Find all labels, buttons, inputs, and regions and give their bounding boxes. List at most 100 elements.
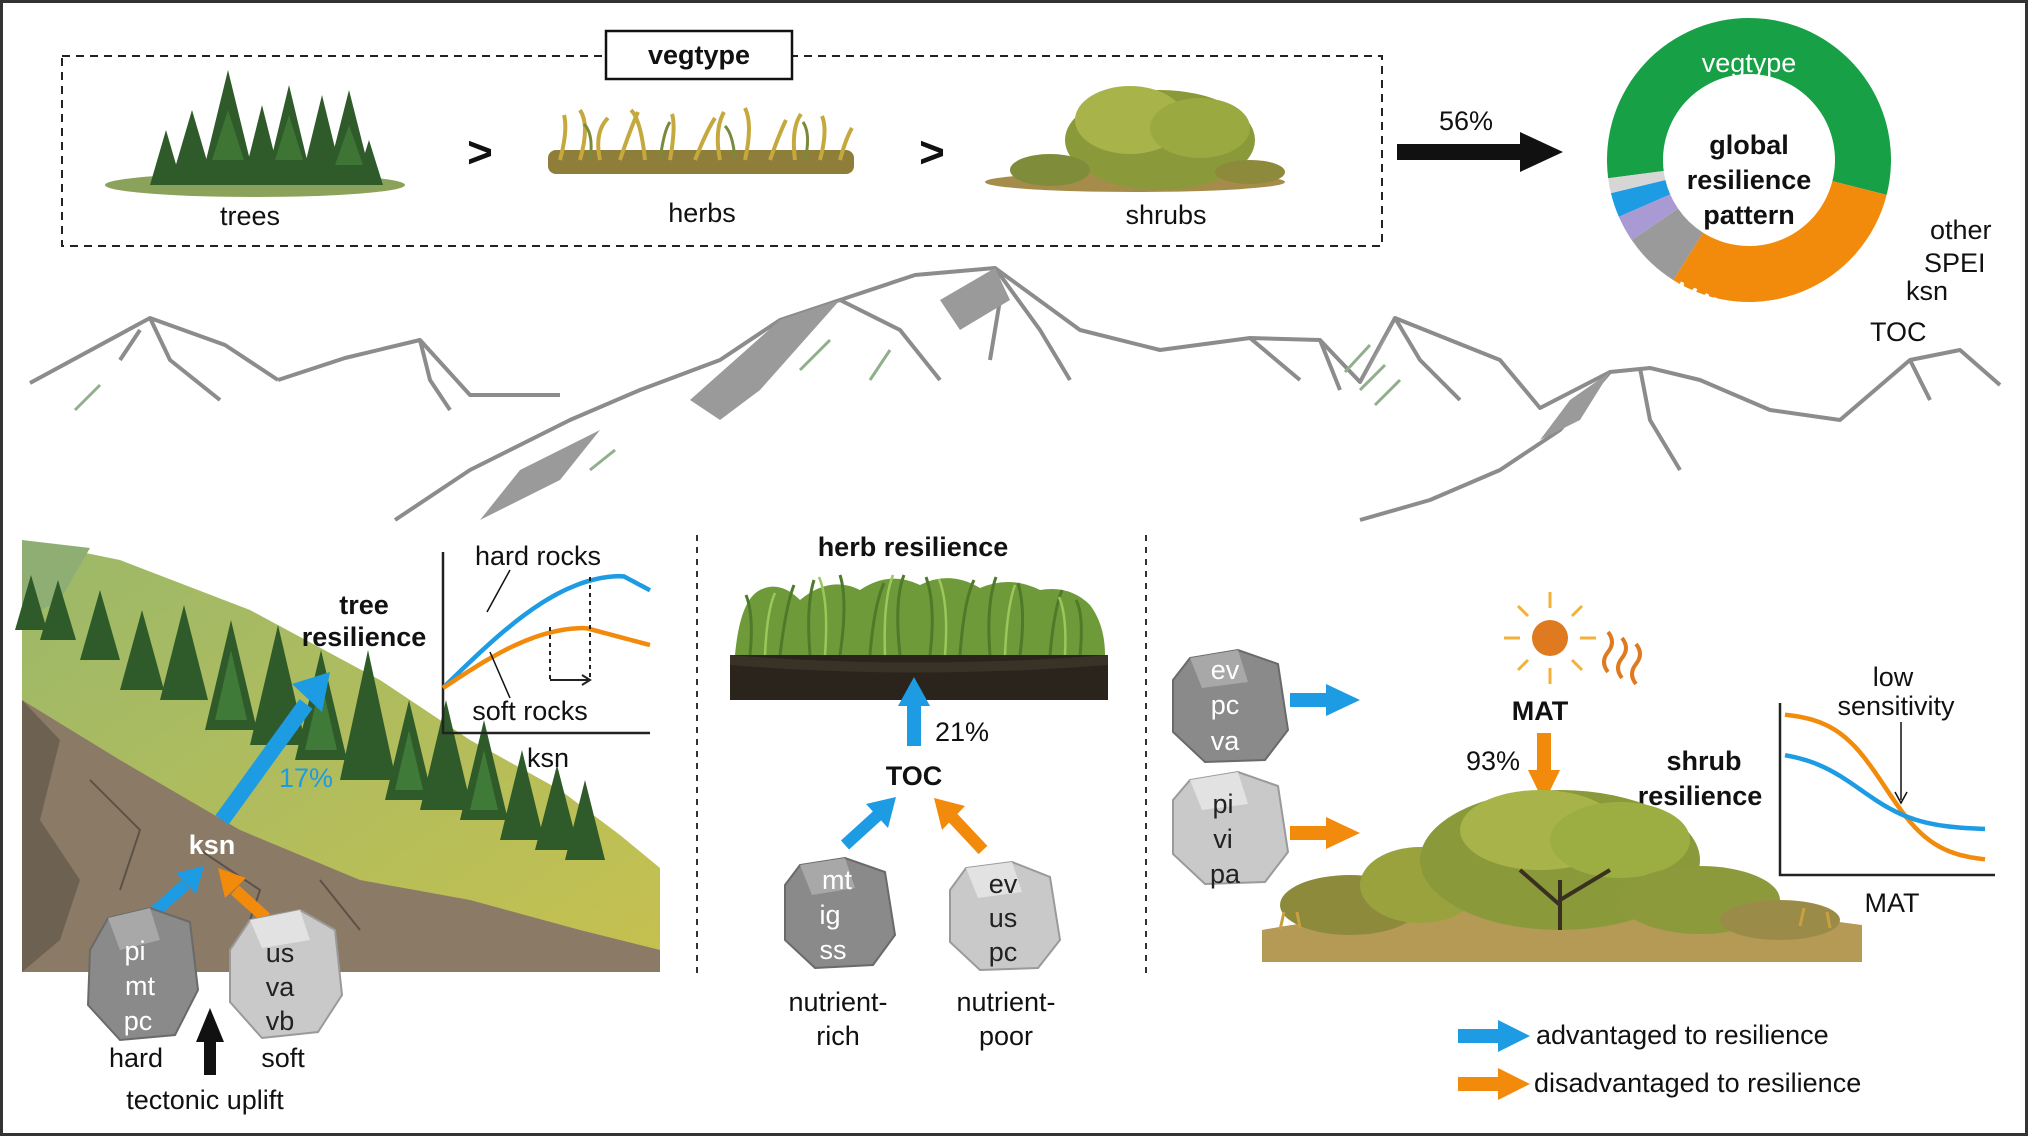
donut-label-toc: TOC <box>1870 317 1927 347</box>
rock-hard-line-2: mt <box>125 971 155 1001</box>
rock-rich-line-2: ig <box>819 900 840 930</box>
sun-icon <box>1504 592 1596 684</box>
global-arrow: 56% <box>1397 106 1563 172</box>
tectonic-uplift-label: tectonic uplift <box>126 1085 284 1115</box>
rock-soft-label: soft <box>261 1043 305 1073</box>
tree-resilience-title-2: resilience <box>302 622 427 652</box>
peak-shift-arrowhead-icon <box>581 674 592 686</box>
rock-soft: us va vb <box>229 908 344 1040</box>
poor-rock-arrowhead-icon <box>934 798 965 830</box>
heat-waves-icon <box>1602 630 1642 686</box>
shrub-inset-xlabel: MAT <box>1865 888 1920 918</box>
tree-resilience-title-1: tree <box>339 590 389 620</box>
donut-slice-spei <box>1610 180 1671 217</box>
donut-center-line-1: global <box>1709 130 1789 160</box>
tree-inset-chart: hard rocks soft rocks ksn <box>441 541 652 773</box>
donut-label-vegtype: vegtype <box>1702 48 1797 78</box>
low-sensitivity-arrowhead-icon <box>1894 791 1908 805</box>
vegtype-item-shrubs: shrubs <box>1125 200 1206 230</box>
rock-hard: pi mt pc <box>86 906 200 1042</box>
hard-rocks-curve <box>441 573 652 690</box>
rock-rich-label-1: nutrient- <box>788 987 887 1017</box>
soft-rocks-pointer <box>489 651 511 699</box>
shrub-inset-chart: low sensitivity MAT <box>1778 662 1995 918</box>
adv-rock-arrow <box>1290 693 1328 707</box>
shrubs-illustration <box>985 86 1285 192</box>
legend-orange-arrowhead-icon <box>1498 1068 1530 1100</box>
donut-slice-mat <box>1673 181 1887 303</box>
rock-soft-line-3: vb <box>266 1006 295 1036</box>
legend-orange-arrow <box>1458 1077 1500 1091</box>
dis-rock-arrow <box>1290 826 1328 840</box>
rock-adv-line-2: pc <box>1211 690 1240 720</box>
mat-driver-label: MAT <box>1512 696 1569 726</box>
trees-panel: hard rocks soft rocks ksn tree resilienc… <box>15 540 660 1115</box>
donut-label-ksn: ksn <box>1906 276 1948 306</box>
rock-hard-line-1: pi <box>124 936 145 966</box>
ksn-driver-label: ksn <box>189 830 236 860</box>
rock-soft-line-1: us <box>266 938 295 968</box>
forest-slope-illustration <box>15 540 660 972</box>
shrub-arrow-label: 93% <box>1466 746 1520 776</box>
donut-label-other: other <box>1930 215 1992 245</box>
rock-rich-label-2: rich <box>816 1021 860 1051</box>
rock-nutrient-poor: ev us pc <box>949 860 1062 972</box>
legend-blue-arrowhead-icon <box>1498 1020 1530 1052</box>
shrub-inset-axes <box>1778 703 1995 877</box>
herbs-panel: herb resilience 21% TOC <box>730 532 1108 1051</box>
mountain-shading <box>480 268 1610 520</box>
global-arrow-label: 56% <box>1439 106 1493 136</box>
tree-inset-axes <box>441 552 650 735</box>
mat-to-shrub-arrowhead-icon <box>1528 770 1560 803</box>
donut-center-line-3: pattern <box>1703 200 1795 230</box>
soft-rock-to-ksn-arrow <box>230 885 271 923</box>
legend-blue-arrow <box>1458 1029 1500 1043</box>
grass-patch-illustration <box>730 574 1108 700</box>
legend-label-advantaged: advantaged to resilience <box>1536 1020 1829 1050</box>
shrub-orange-curve <box>1784 712 1986 862</box>
mountain-grass-streaks <box>73 338 1402 472</box>
soft-rocks-curve <box>441 625 651 690</box>
rock-poor-line-2: us <box>989 903 1018 933</box>
legend-item-advantaged: advantaged to resilience <box>1458 1020 1829 1052</box>
vegtype-title-box <box>604 29 794 81</box>
rock-poor-label-1: nutrient- <box>956 987 1055 1017</box>
rock-adv-line-3: va <box>1211 726 1241 756</box>
rock-poor-label-2: poor <box>979 1021 1033 1051</box>
adv-rock-arrowhead-icon <box>1326 684 1360 716</box>
mountain-range-illustration <box>29 266 2002 522</box>
trees-illustration <box>105 70 405 197</box>
herbs-illustration <box>548 107 854 174</box>
shrub-blue-curve <box>1784 752 1986 832</box>
rock-poor-line-3: pc <box>989 937 1018 967</box>
vegtype-box: vegtype trees > <box>61 29 1383 247</box>
rich-rock-to-toc-arrow <box>840 810 883 850</box>
inset-xlabel-ksn: ksn <box>527 743 569 773</box>
soft-rock-arrowhead-icon <box>218 868 246 898</box>
rock-poor-line-1: ev <box>989 869 1018 899</box>
shrub-resilience-title-2: resilience <box>1638 781 1763 811</box>
vegtype-item-trees: trees <box>220 201 280 231</box>
inset-label-soft-rocks: soft rocks <box>472 696 588 726</box>
rock-dis-line-1: pi <box>1212 789 1233 819</box>
rock-dis-line-2: vi <box>1213 824 1233 854</box>
donut-slice-ksn <box>1618 194 1679 241</box>
rock-advantaged: ev pc va <box>1172 648 1290 764</box>
rich-rock-arrowhead-icon <box>866 797 896 828</box>
hard-rocks-pointer <box>486 569 511 613</box>
legend-label-disadvantaged: disadvantaged to resilience <box>1534 1068 1861 1098</box>
global-resilience-donut <box>1607 18 1891 303</box>
uplift-arrowhead-icon <box>196 1008 224 1042</box>
shrub-inset-annotation-1: low <box>1873 662 1914 692</box>
dis-rock-arrowhead-icon <box>1326 817 1360 849</box>
ksn-to-tree-arrow <box>215 699 313 825</box>
vegtype-title: vegtype <box>648 40 750 70</box>
shrub-resilience-title-1: shrub <box>1666 746 1741 776</box>
black-arrow-right-icon <box>1397 132 1563 172</box>
rock-adv-line-1: ev <box>1211 655 1240 685</box>
toc-to-herb-arrowhead-icon <box>898 677 930 706</box>
inset-label-hard-rocks: hard rocks <box>475 541 601 571</box>
mat-to-shrub-arrow <box>1537 733 1551 773</box>
